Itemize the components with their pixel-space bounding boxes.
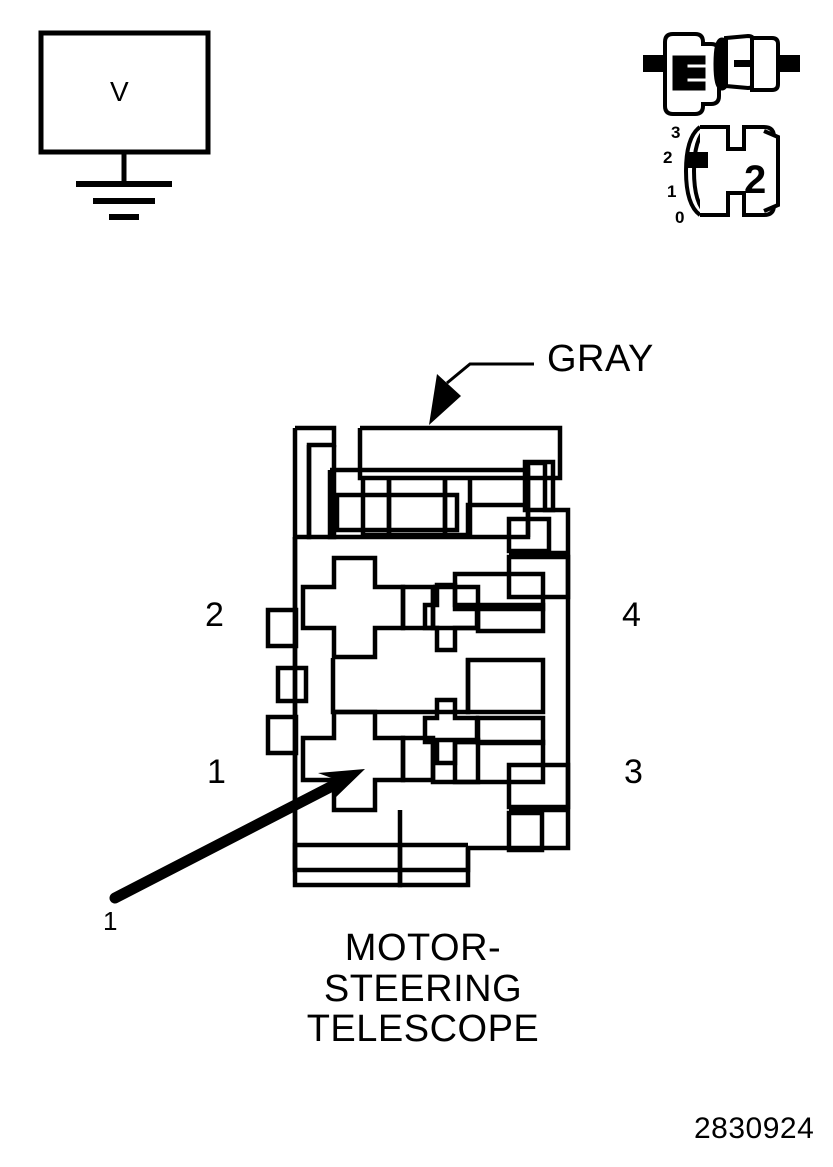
voltmeter-symbol-label: V: [110, 76, 129, 107]
left-tab-lower: [265, 714, 299, 756]
terminal-label-1: 1: [207, 753, 226, 791]
dial-outer-band: [683, 125, 702, 217]
body-top-right-step: [465, 502, 528, 537]
top-entry-bar: [357, 425, 563, 481]
dial-scale-label-0: 0: [675, 208, 685, 227]
dial-scale-label-2: 2: [663, 148, 673, 167]
terminal-label-2: 2: [205, 596, 224, 634]
bottom-step-b: [397, 845, 471, 888]
top-inner-slot: [334, 492, 460, 533]
cavity-right-upper-b: [452, 571, 546, 612]
terminal-label-4: 4: [622, 596, 641, 634]
pointer-shaft: [109, 776, 346, 904]
latch-bracket-2: [306, 445, 337, 540]
dial-body-right: [763, 129, 780, 213]
male-plug-slot: [672, 55, 706, 91]
female-boot-rear: [750, 36, 780, 92]
mid-right-rect: [465, 657, 546, 715]
dial-scale-label-1: 1: [667, 182, 677, 201]
caption-line-3: TELESCOPE: [306, 1008, 540, 1051]
gray-leader-arrowhead: [429, 374, 461, 425]
right-latch-block-4: [506, 810, 545, 853]
left-tab-upper: [265, 607, 299, 649]
left-wire-stub: [643, 55, 665, 72]
gray-leader-line: [446, 362, 534, 385]
dial-position-marker: [688, 152, 708, 168]
dial-scale-label-3: 3: [671, 123, 681, 142]
figure-number: 2830924: [694, 1112, 815, 1145]
cavity-right-lower-c: [452, 739, 546, 785]
right-latch-block-2: [506, 554, 571, 600]
caption-line-1: MOTOR-: [344, 927, 502, 969]
pointer-arrowhead: [318, 769, 365, 800]
cavity-right-upper-c: [475, 602, 546, 634]
gray-wire-label: GRAY: [547, 338, 654, 380]
right-latch-block-3: [506, 762, 571, 810]
female-boot-slot: [734, 60, 750, 67]
right-top-tab: [522, 459, 556, 513]
right-wire-stub: [778, 55, 800, 72]
pointer-label: 1: [103, 906, 118, 936]
terminal-label-3: 3: [624, 753, 643, 791]
caption-line-2: STEERING: [323, 967, 523, 1010]
dial-selected-position-label: 2: [744, 158, 767, 202]
connector-caption: MOTOR- STEERING TELESCOPE: [253, 928, 593, 1050]
left-tab-middle: [275, 665, 309, 704]
